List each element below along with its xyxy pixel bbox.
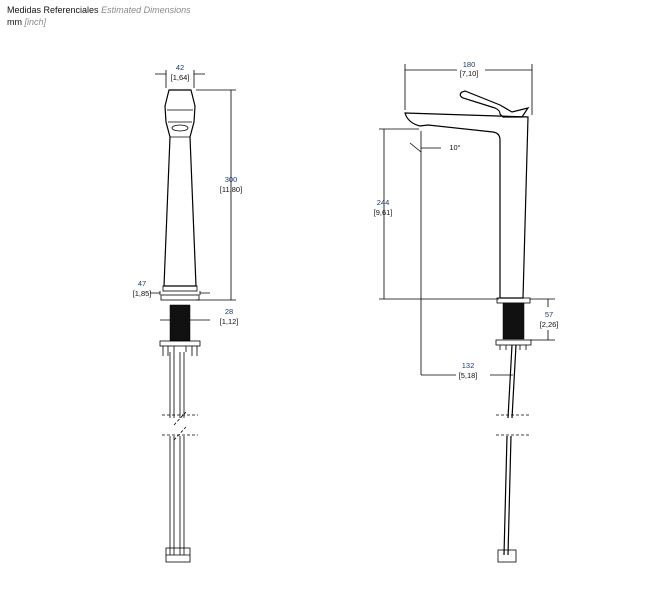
title-es: Medidas Referenciales [7,5,99,15]
units-inch: [inch] [24,17,47,27]
dim-shank-width-mm: 28 [225,307,233,316]
dim-height-mm: 300 [225,175,238,184]
dim-spout-height-mm: 244 [377,198,390,207]
dim-top-width-inch: [1,64] [171,73,190,82]
units-label: mm [inch] [7,17,46,27]
drawing-title: Medidas Referenciales Estimated Dimensio… [7,5,191,15]
dim-angle: 10° [449,143,460,152]
side-faucet-body [404,112,529,299]
dim-spout-height-inch: [9,61] [374,208,393,217]
side-threaded-shank [502,302,525,340]
dim-reach-mm: 180 [463,60,476,69]
side-view [379,64,555,563]
dim-shank-length-inch: [2,26] [540,320,559,329]
dim-projection-inch: [5,18] [459,371,478,380]
dim-reach-inch: [7,10] [460,69,479,78]
dim-shank-length-mm: 57 [545,310,553,319]
units-mm: mm [7,17,22,27]
dim-shank-width-inch: [1,12] [220,317,239,326]
dim-base-width-inch: [1,85] [133,289,152,298]
front-faucet-body [163,89,197,287]
front-view [150,70,236,563]
front-threaded-shank [169,304,191,342]
dim-top-width-mm: 42 [176,63,184,72]
title-en: Estimated Dimensions [101,5,191,15]
side-handle-lever [459,90,530,118]
dim-base-width-mm: 47 [138,279,146,288]
dim-height-inch: [11,80] [220,185,242,194]
dim-projection-mm: 132 [462,361,475,370]
